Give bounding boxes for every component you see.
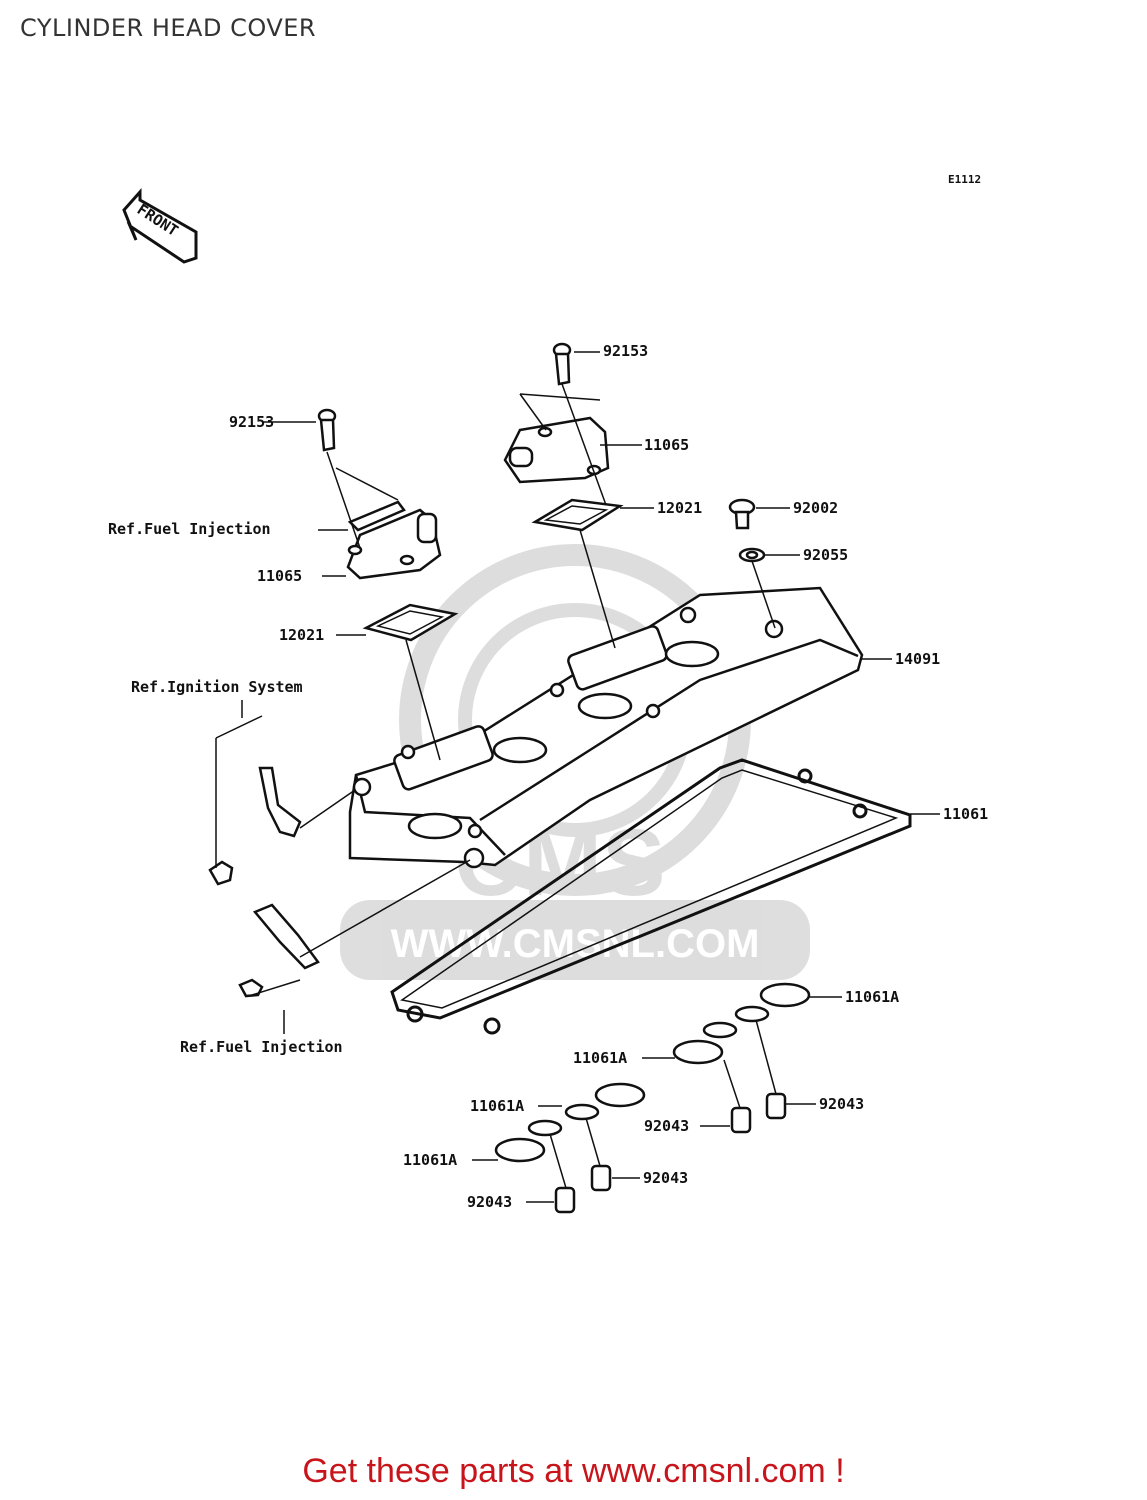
breather-cover-left bbox=[346, 500, 442, 580]
plug-gaskets bbox=[494, 982, 811, 1163]
leader-lines bbox=[215, 351, 940, 1203]
ref-fuel-injection-top: Ref.Fuel Injection bbox=[108, 520, 271, 538]
callout-92002[interactable]: 92002 bbox=[793, 499, 838, 517]
callout-11065-right[interactable]: 11065 bbox=[644, 436, 689, 454]
callout-labels: 92153 92153 11065 11065 12021 12021 9200… bbox=[229, 342, 988, 1211]
reed-plate-left bbox=[362, 603, 459, 642]
callout-11061a-1[interactable]: 11061A bbox=[845, 988, 899, 1006]
callout-92043-4[interactable]: 92043 bbox=[467, 1193, 512, 1211]
ref-ignition-system: Ref.Ignition System bbox=[131, 678, 303, 696]
bolt-right-icon bbox=[552, 342, 572, 386]
breather-cover-right bbox=[503, 416, 610, 484]
bolt-92002-icon bbox=[728, 498, 756, 530]
callout-92153-right[interactable]: 92153 bbox=[603, 342, 648, 360]
callout-92043-2[interactable]: 92043 bbox=[644, 1117, 689, 1135]
callout-92043-3[interactable]: 92043 bbox=[643, 1169, 688, 1187]
dowel-pins bbox=[554, 1092, 787, 1214]
callout-11061a-3[interactable]: 11061A bbox=[470, 1097, 524, 1115]
callout-11065-left[interactable]: 11065 bbox=[257, 567, 302, 585]
footer-promo-link[interactable]: Get these parts at www.cmsnl.com ! bbox=[302, 1452, 845, 1490]
reed-plate-right bbox=[531, 498, 624, 532]
bracket-fuel-injection bbox=[238, 903, 320, 998]
head-cover-gasket bbox=[390, 758, 912, 1035]
callout-12021-right[interactable]: 12021 bbox=[657, 499, 702, 517]
washer-92055-icon bbox=[738, 547, 766, 563]
callout-11061[interactable]: 11061 bbox=[943, 805, 988, 823]
watermark: CMS WWW.CMSNL.COM bbox=[340, 544, 810, 980]
callout-92153-left[interactable]: 92153 bbox=[229, 413, 274, 431]
ref-fuel-injection-bottom: Ref.Fuel Injection bbox=[180, 1038, 343, 1056]
callout-12021-left[interactable]: 12021 bbox=[279, 626, 324, 644]
cylinder-head-cover bbox=[348, 586, 864, 869]
page-title: CYLINDER HEAD COVER bbox=[20, 14, 317, 42]
callout-92055[interactable]: 92055 bbox=[803, 546, 848, 564]
bolt-left-icon bbox=[317, 408, 337, 452]
callout-11061a-4[interactable]: 11061A bbox=[403, 1151, 457, 1169]
diagram-code: E1112 bbox=[948, 173, 981, 186]
callout-14091[interactable]: 14091 bbox=[895, 650, 940, 668]
watermark-url: WWW.CMSNL.COM bbox=[391, 922, 760, 966]
bracket-ignition bbox=[208, 766, 302, 886]
callout-11061a-2[interactable]: 11061A bbox=[573, 1049, 627, 1067]
callout-92043-1[interactable]: 92043 bbox=[819, 1095, 864, 1113]
front-arrow-icon: FRONT bbox=[122, 188, 198, 264]
